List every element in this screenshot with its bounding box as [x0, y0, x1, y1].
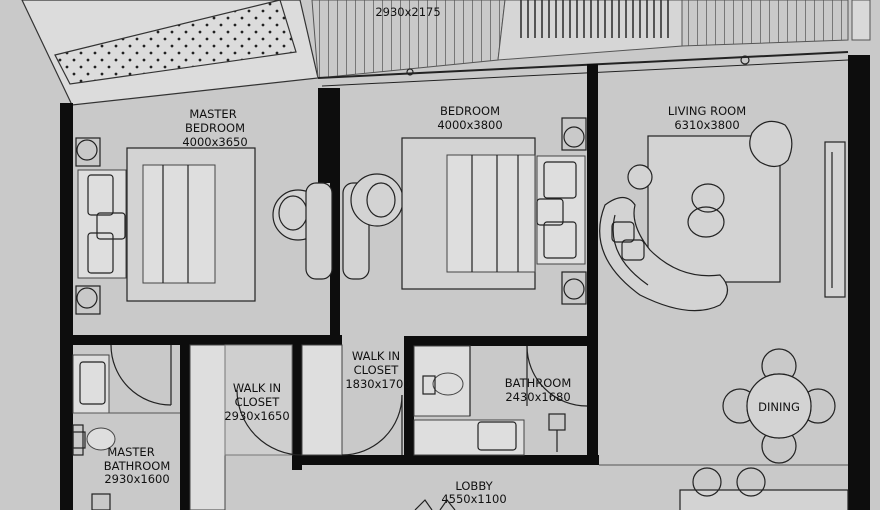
kitchen-counter: [599, 464, 849, 510]
walk-in-closet-2-line2: CLOSET: [354, 363, 400, 377]
bedroom-dims: 4000x3800: [437, 118, 502, 132]
walk-in-closet-1-line2: CLOSET: [235, 395, 281, 409]
master-bathroom-label-line1: MASTER: [107, 445, 154, 459]
master-bedroom-bed: [75, 137, 256, 315]
lobby-area: [414, 498, 456, 510]
balcony-dims: 2930x2175: [375, 5, 440, 19]
master-bedroom-label-line1: MASTER: [189, 107, 236, 121]
bathroom-dims: 2430x1680: [505, 390, 570, 404]
bathroom-label: BATHROOM: [505, 376, 572, 390]
balcony-deck-right: [681, 0, 849, 47]
walk-in-closet-2-dims: 1830x1700: [345, 377, 410, 391]
room-labels: MASTER BEDROOM 4000x3650 BEDROOM 4000x38…: [104, 104, 746, 506]
walk-in-closet-left: [189, 344, 303, 510]
walk-in-closet-1-line1: WALK IN: [233, 381, 281, 395]
walk-in-closet-center: [301, 344, 403, 456]
walls: [60, 55, 870, 510]
lobby-dims: 4550x1100: [441, 492, 506, 506]
living-room-dims: 6310x3800: [674, 118, 739, 132]
bedroom-bed: [401, 117, 587, 305]
living-room-furniture: [599, 120, 846, 312]
master-bedroom-label-line2: BEDROOM: [185, 121, 245, 135]
dining-table: DINING: [722, 348, 836, 464]
bedroom-label: BEDROOM: [440, 104, 500, 118]
master-bathroom-fixtures: [72, 344, 180, 510]
walk-in-closet-1-dims: 2930x1650: [224, 409, 289, 423]
planter-strip: [520, 0, 670, 38]
lounge-chairs: [272, 173, 404, 280]
walk-in-closet-2-line1: WALK IN: [352, 349, 400, 363]
balcony-area: 2930x2175: [21, 0, 871, 106]
master-bathroom-dims: 2930x1600: [104, 472, 169, 486]
bathroom-fixtures: [413, 345, 588, 456]
lobby-label: LOBBY: [455, 479, 493, 493]
living-room-label: LIVING ROOM: [668, 104, 746, 118]
master-bedroom-dims: 4000x3650: [182, 135, 247, 149]
dotted-planter: [54, 0, 297, 85]
dining-label: DINING: [758, 400, 800, 414]
master-bathroom-label-line2: BATHROOM: [104, 459, 171, 473]
